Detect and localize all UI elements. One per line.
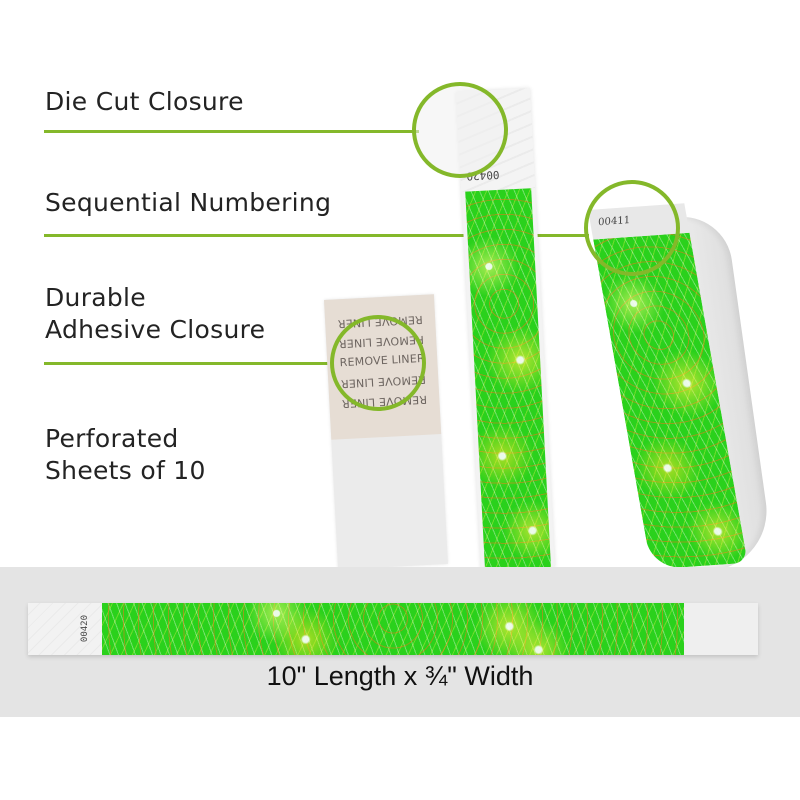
label-line: Adhesive Closure <box>45 315 266 344</box>
leader-line-sequential <box>44 234 589 237</box>
feature-sequential-numbering-label: Sequential Numbering <box>45 187 331 219</box>
callout-circle-die-cut <box>412 82 508 178</box>
label-line: Die Cut Closure <box>45 87 244 116</box>
fireworks-print <box>465 188 552 572</box>
label-line: Sheets of 10 <box>45 456 206 485</box>
fireworks-print <box>102 603 684 655</box>
adhesive-end-tab <box>684 603 758 655</box>
leader-line-die-cut <box>44 130 419 133</box>
leader-line-adhesive <box>44 362 334 365</box>
label-line: Durable <box>45 283 146 312</box>
horizontal-wristband: 00420 <box>28 603 758 655</box>
serial-number: 00420 <box>80 615 90 643</box>
feature-adhesive-closure-label: Durable Adhesive Closure <box>45 282 265 346</box>
die-cut-tab <box>28 603 102 655</box>
label-line: Sequential Numbering <box>45 188 332 217</box>
dimension-caption: 10" Length x ¾" Width <box>266 661 534 691</box>
feature-die-cut-closure-label: Die Cut Closure <box>45 86 244 118</box>
label-line: Perforated <box>45 424 179 453</box>
feature-perforated-sheets-label: Perforated Sheets of 10 <box>45 423 206 487</box>
callout-circle-numbering <box>584 180 680 276</box>
dimension-panel: 00420 10" Length x ¾" Width <box>0 567 800 717</box>
callout-circle-adhesive <box>330 315 426 411</box>
